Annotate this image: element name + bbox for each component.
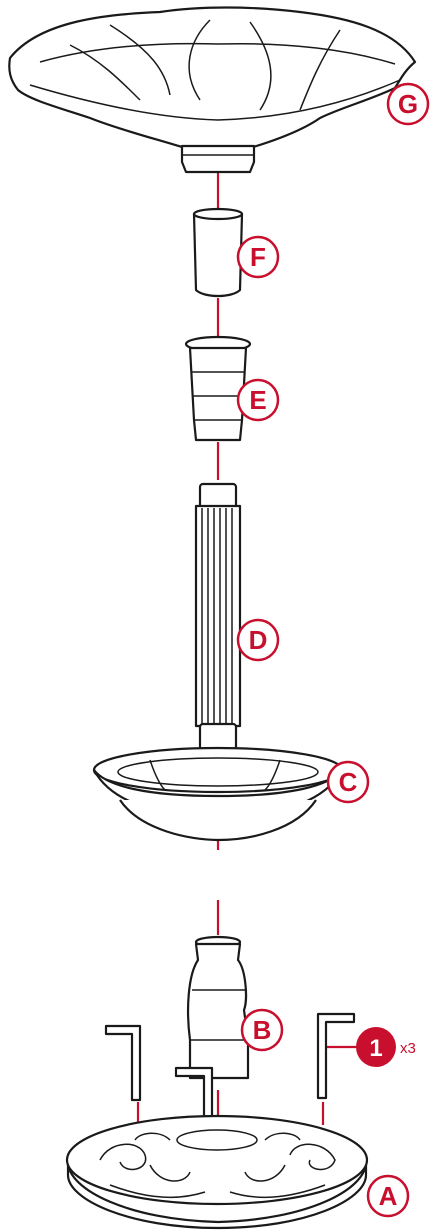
svg-text:D: D xyxy=(249,625,268,655)
hardware-quantity: x3 xyxy=(400,1040,416,1057)
callout-f: F xyxy=(238,237,278,277)
svg-text:A: A xyxy=(379,1181,398,1211)
part-a-base xyxy=(67,1116,367,1228)
svg-text:C: C xyxy=(339,767,358,797)
allen-key-right xyxy=(318,1014,354,1098)
callout-b: B xyxy=(242,1010,282,1050)
allen-key-left xyxy=(106,1026,140,1100)
hardware-badge: 1 xyxy=(356,1027,396,1067)
part-f-mesh-sleeve xyxy=(194,209,242,296)
part-g-bowl xyxy=(9,8,415,173)
callout-a: A xyxy=(368,1176,408,1216)
callout-c: C xyxy=(328,762,368,802)
part-d-column xyxy=(196,484,240,750)
callout-d: D xyxy=(238,620,278,660)
part-b-base-connector xyxy=(188,937,248,1078)
svg-text:F: F xyxy=(250,242,266,272)
svg-text:E: E xyxy=(249,385,266,415)
svg-text:G: G xyxy=(398,89,418,119)
part-c-dish xyxy=(94,748,342,840)
callout-e: E xyxy=(238,380,278,420)
callout-g: G xyxy=(388,84,428,124)
svg-text:B: B xyxy=(253,1015,272,1045)
svg-text:1: 1 xyxy=(369,1035,382,1062)
